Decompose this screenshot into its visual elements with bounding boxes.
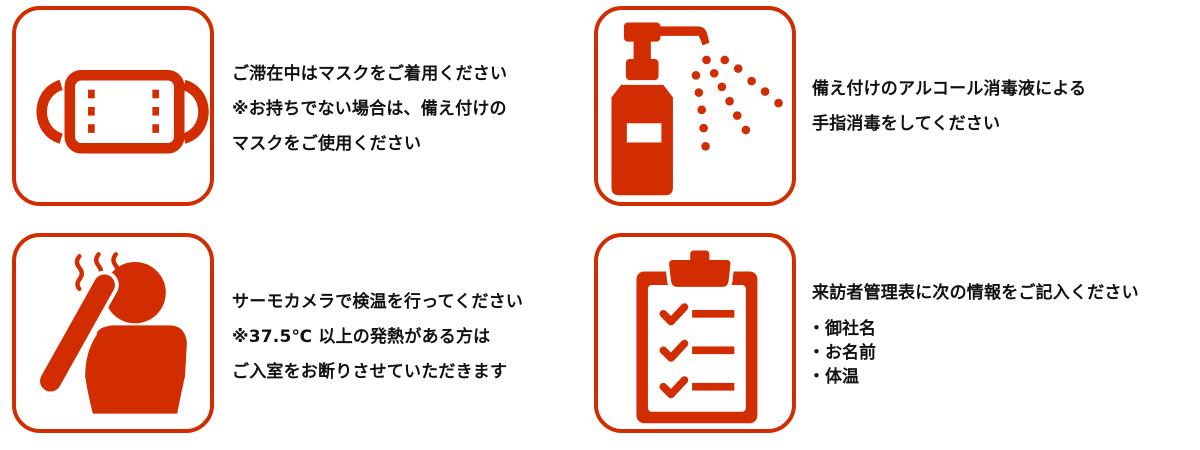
temperature-notice-text: サーモカメラで検温を行ってください ※37.5℃ 以上の発熱がある方は ご入室を… xyxy=(232,285,523,390)
visitor-log-icon-frame xyxy=(594,233,796,433)
list-item-temperature: ・体温 xyxy=(808,367,859,387)
visitor-log-fields-list: ・御社名 ・お名前 ・体温 xyxy=(808,317,876,389)
visitor-log-notice-text: 来訪者管理表に次の情報をご記入ください xyxy=(812,276,1139,311)
notice-line: 備え付けのアルコール消毒液による xyxy=(812,79,1087,99)
mask-icon-frame xyxy=(12,6,214,206)
face-mask-icon xyxy=(36,69,209,154)
notice-line: ご滞在中はマスクをご着用ください xyxy=(232,64,508,84)
clipboard-checklist-icon xyxy=(636,246,758,424)
fever-person-icon xyxy=(36,252,187,414)
notice-line: ※お持ちでない場合は、備え付けの xyxy=(232,99,507,119)
sanitizer-icon-frame xyxy=(594,6,796,206)
notice-line: サーモカメラで検温を行ってください xyxy=(232,292,524,312)
sanitizer-notice-text: 備え付けのアルコール消毒液による 手指消毒をしてください xyxy=(812,72,1086,142)
notice-line: ご入室をお断りさせていただきます xyxy=(232,362,508,382)
notice-line: 手指消毒をしてください xyxy=(812,114,1001,134)
notice-line: ※37.5℃ 以上の発熱がある方は xyxy=(232,327,491,347)
notice-line: 来訪者管理表に次の情報をご記入ください xyxy=(812,283,1139,303)
temperature-icon-frame xyxy=(12,233,214,433)
notice-line: マスクをご使用ください xyxy=(232,134,422,154)
list-item-company: ・御社名 xyxy=(808,319,876,339)
list-item-name: ・お名前 xyxy=(808,343,876,363)
mask-notice-text: ご滞在中はマスクをご着用ください ※お持ちでない場合は、備え付けの マスクをご使… xyxy=(232,57,507,162)
hand-sanitizer-icon xyxy=(611,22,783,196)
